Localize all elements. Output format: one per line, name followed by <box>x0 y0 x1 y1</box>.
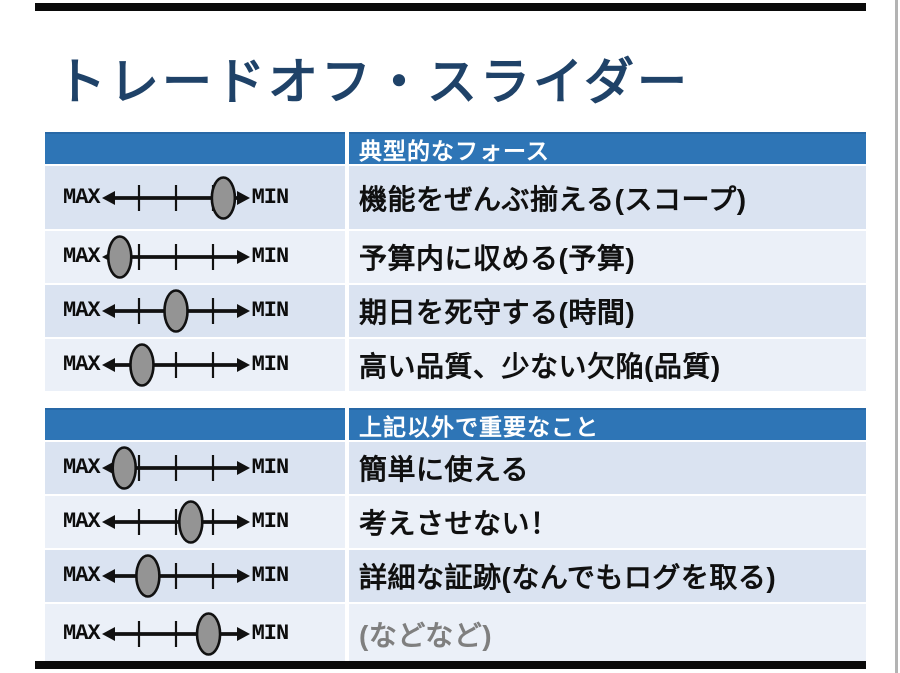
section-gap <box>45 393 866 408</box>
table-row: MAX MIN (などなど) <box>45 604 866 663</box>
column-divider <box>345 442 349 494</box>
slide-bottom-edge-bar <box>35 661 866 669</box>
slider-cell: MAX MIN <box>45 166 345 229</box>
min-label: MIN <box>251 352 290 377</box>
section-header-label: 典型的なフォース <box>359 138 550 164</box>
slider-track <box>101 235 250 279</box>
max-label: MAX <box>63 620 101 646</box>
column-divider <box>345 132 349 164</box>
max-label: MAX <box>63 455 101 480</box>
min-label: MIN <box>251 620 290 646</box>
max-label: MAX <box>63 184 101 210</box>
column-divider <box>345 285 349 337</box>
column-divider <box>345 604 349 663</box>
column-divider <box>345 550 349 602</box>
slider-track <box>101 343 250 387</box>
table-row: MAX MIN 高い品質、少ない欠陥(品質) <box>45 339 866 391</box>
tradeoff-slider: MAX MIN <box>63 285 290 337</box>
slider-cell: MAX MIN <box>45 604 345 663</box>
slide-top-edge-bar <box>35 3 866 11</box>
column-divider <box>345 408 349 440</box>
slider-cell: MAX MIN <box>45 442 345 494</box>
label-cell: 期日を死守する(時間) <box>349 285 866 337</box>
slider-track <box>101 289 250 333</box>
section-header-label: 上記以外で重要なこと <box>359 414 599 440</box>
label-cell: 機能をぜんぶ揃える(スコープ) <box>349 166 866 229</box>
slider-cell: MAX MIN <box>45 550 345 602</box>
slider-cell: MAX MIN <box>45 231 345 283</box>
table-row: MAX MIN 考えさせない！ <box>45 496 866 548</box>
table-row: MAX MIN 簡単に使える <box>45 442 866 494</box>
column-divider <box>345 496 349 548</box>
slider-track <box>101 611 250 656</box>
min-label: MIN <box>251 563 290 588</box>
row-label: 簡単に使える <box>359 454 530 485</box>
max-label: MAX <box>63 352 101 377</box>
tradeoff-slider: MAX MIN <box>63 608 290 660</box>
header-cell-empty <box>45 132 345 164</box>
table-row: MAX MIN 期日を死守する(時間) <box>45 285 866 337</box>
tradeoff-slider: MAX MIN <box>63 550 290 602</box>
page-title: トレードオフ・スライダー <box>56 54 690 110</box>
min-label: MIN <box>251 509 290 534</box>
label-cell: 高い品質、少ない欠陥(品質) <box>349 339 866 391</box>
min-label: MIN <box>251 455 290 480</box>
table-row: MAX MIN 詳細な証跡(なんでもログを取る) <box>45 550 866 602</box>
row-label: 予算内に収める(予算) <box>359 243 636 274</box>
tradeoff-slider: MAX MIN <box>63 442 290 494</box>
label-cell: 考えさせない！ <box>349 496 866 548</box>
slider-cell: MAX MIN <box>45 496 345 548</box>
header-cell-empty <box>45 408 345 440</box>
max-label: MAX <box>63 509 101 534</box>
section-header-cell: 上記以外で重要なこと <box>349 408 866 440</box>
slider-cell: MAX MIN <box>45 285 345 337</box>
row-label: (などなど) <box>359 619 493 651</box>
max-label: MAX <box>63 563 101 588</box>
min-label: MIN <box>251 298 290 323</box>
label-cell: 予算内に収める(予算) <box>349 231 866 283</box>
section-header-row: 典型的なフォース <box>45 132 866 164</box>
slider-track <box>101 446 250 490</box>
max-label: MAX <box>63 298 101 323</box>
slider-track <box>101 500 250 544</box>
row-label: 期日を死守する(時間) <box>359 297 636 328</box>
screen-right-edge-line <box>895 0 898 673</box>
table-row: MAX MIN 機能をぜんぶ揃える(スコープ) <box>45 166 866 229</box>
slider-track <box>101 175 250 220</box>
slider-track <box>101 554 250 598</box>
column-divider <box>345 339 349 391</box>
column-divider <box>345 166 349 229</box>
section-header-row: 上記以外で重要なこと <box>45 408 866 440</box>
min-label: MIN <box>251 184 290 210</box>
row-label: 考えさせない！ <box>359 508 559 539</box>
label-cell: 詳細な証跡(なんでもログを取る) <box>349 550 866 602</box>
row-label: 詳細な証跡(なんでもログを取る) <box>359 562 777 593</box>
row-label: 機能をぜんぶ揃える(スコープ) <box>359 183 747 215</box>
tradeoff-slider: MAX MIN <box>63 496 290 548</box>
section-header-cell: 典型的なフォース <box>349 132 866 164</box>
label-cell: 簡単に使える <box>349 442 866 494</box>
min-label: MIN <box>251 244 290 269</box>
column-divider <box>345 231 349 283</box>
max-label: MAX <box>63 244 101 269</box>
tradeoff-slider: MAX MIN <box>63 172 290 224</box>
table-row: MAX MIN 予算内に収める(予算) <box>45 231 866 283</box>
tradeoff-slider: MAX MIN <box>63 339 290 391</box>
row-label: 高い品質、少ない欠陥(品質) <box>359 351 721 382</box>
label-cell: (などなど) <box>349 604 866 663</box>
tradeoff-slider: MAX MIN <box>63 231 290 283</box>
tradeoff-table: 典型的なフォース MAX MIN 機能をぜんぶ揃える(スコープ) MAX <box>45 132 866 665</box>
slider-cell: MAX MIN <box>45 339 345 391</box>
